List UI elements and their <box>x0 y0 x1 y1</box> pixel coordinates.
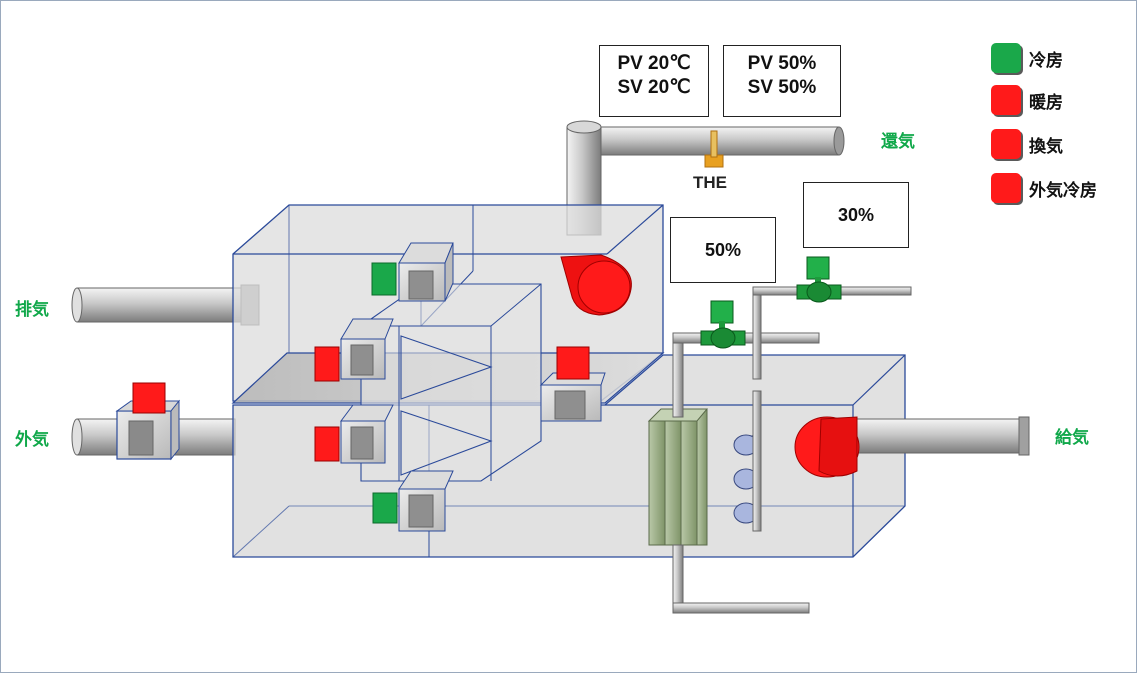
legend-item-ventilation: 換気 <box>991 129 1063 159</box>
legend-label-heating: 暖房 <box>1029 92 1063 113</box>
legend-swatch-outdoor-cooling <box>991 173 1021 203</box>
status-outdoor-damper <box>372 492 398 524</box>
humidity-sv: SV 50% <box>747 77 817 98</box>
label-return-air: 還気 <box>881 132 915 152</box>
status-mix-upper-damper <box>314 346 340 382</box>
damper-exhaust <box>398 242 454 302</box>
damper-bypass <box>539 372 606 422</box>
damper-mix-lower <box>340 404 394 464</box>
legend-label-outdoor-cooling: 外気冷房 <box>1029 180 1097 201</box>
temperature-sv: SV 20℃ <box>617 77 691 98</box>
status-bypass-damper <box>556 346 590 380</box>
legend-label-cooling: 冷房 <box>1029 50 1063 71</box>
coil-valve-opening: 50% <box>670 217 776 283</box>
sensor-label: THE <box>693 173 727 192</box>
label-outdoor-air: 外気 <box>15 430 49 450</box>
damper-mix-upper <box>340 318 394 380</box>
humidifier-nozzles <box>733 434 759 524</box>
legend-swatch-heating <box>991 85 1021 115</box>
legend-item-outdoor-cooling: 外気冷房 <box>991 173 1097 203</box>
damper-outdoor <box>398 470 454 532</box>
cooling-heating-coil <box>647 408 709 546</box>
legend-swatch-ventilation <box>991 129 1021 159</box>
humidifier-valve <box>796 256 842 303</box>
coil-valve <box>700 300 746 349</box>
status-oa-inlet-damper <box>132 382 166 414</box>
dampers <box>340 242 606 532</box>
legend-item-cooling: 冷房 <box>991 43 1063 73</box>
legend-swatch-cooling <box>991 43 1021 73</box>
damper-status-indicators <box>132 262 590 524</box>
exhaust-duct <box>71 284 260 326</box>
humidity-readout: PV 50% SV 50% <box>723 45 841 117</box>
humidity-pv: PV 50% <box>747 53 817 74</box>
temperature-pv: PV 20℃ <box>617 53 691 74</box>
legend-item-heating: 暖房 <box>991 85 1063 115</box>
status-exhaust-damper <box>371 262 397 296</box>
supply-air-duct <box>852 416 1030 456</box>
return-fan <box>560 254 632 316</box>
supply-fan <box>794 416 860 478</box>
humidifier-valve-opening: 30% <box>803 182 909 248</box>
legend-label-ventilation: 換気 <box>1029 136 1063 157</box>
status-mix-lower-damper <box>314 426 340 462</box>
temperature-readout: PV 20℃ SV 20℃ <box>599 45 709 117</box>
label-supply-air: 給気 <box>1055 428 1089 448</box>
label-exhaust: 排気 <box>15 300 49 320</box>
